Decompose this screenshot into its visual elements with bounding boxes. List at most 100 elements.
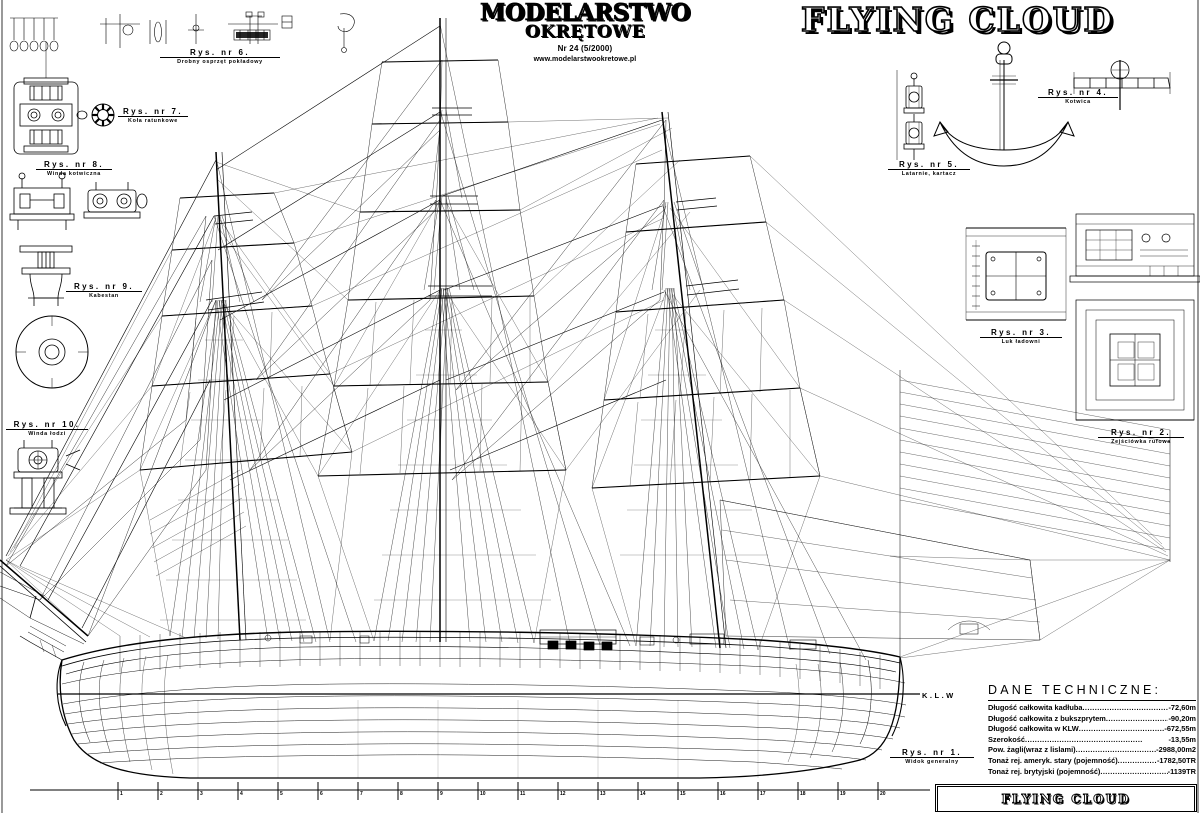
caption-fig-4: Rys. nr 4. Kotwica (1038, 88, 1118, 105)
deck-fittings (264, 620, 991, 646)
caption-fig-8-title: Rys. nr 8. (36, 160, 112, 170)
caption-fig-8-subtitle: Winda kotwiczna (47, 171, 101, 177)
station-number: 13 (600, 791, 606, 797)
caption-fig-1-title: Rys. nr 1. (890, 748, 974, 758)
station-number: 19 (840, 791, 846, 797)
stern-sail-hatch (899, 370, 1171, 660)
caption-fig-9: Rys. nr 9. Kabestan (66, 282, 142, 299)
table-row: Długość całkowita z bukszprytem ........… (988, 714, 1196, 725)
tech-row-3-label: Szerokość (988, 734, 1025, 744)
masts (215, 18, 721, 649)
detail-fig-2 (1075, 299, 1195, 421)
detail-fig-7 (91, 103, 115, 127)
detail-fig-8-side (9, 172, 148, 230)
caption-fig-3-title: Rys. nr 3. (980, 328, 1062, 338)
caption-fig-2-subtitle: Zejściówka rufowa (1111, 439, 1171, 445)
dot-leader: ........................................… (1082, 703, 1169, 712)
page-title: FLYING CLOUD (800, 0, 1114, 40)
caption-fig-1-subtitle: Widok generalny (905, 759, 959, 765)
tech-row-2-value: -672,55m (1164, 724, 1196, 734)
caption-fig-7-subtitle: Koła ratunkowe (128, 118, 178, 124)
dot-leader: ........................................… (1100, 766, 1167, 776)
caption-fig-3-subtitle: Luk ładowni (1001, 339, 1041, 345)
caption-fig-7-title: Rys. nr 7. (118, 107, 188, 117)
caption-fig-4-title: Rys. nr 4. (1038, 88, 1118, 98)
station-number: 6 (320, 791, 323, 797)
caption-fig-1: Rys. nr 1. Widok generalny (890, 748, 974, 765)
tech-row-0-label: Długość całkowita kadłuba (988, 703, 1083, 712)
ratlines (160, 329, 768, 621)
tech-row-0-value: -72,60m (1168, 703, 1196, 712)
dot-leader: ........................................… (1105, 713, 1169, 723)
dot-leader: ........................................… (1024, 734, 1143, 744)
detail-fig-3 (965, 227, 1067, 321)
table-row: Długość całkowita kadłuba ..............… (988, 703, 1196, 714)
detail-fig-4-stock (1073, 60, 1171, 110)
scale-ruler (30, 782, 930, 800)
caption-fig-2: Rys. nr 2. Zejściówka rufowa (1098, 428, 1184, 445)
caption-fig-5: Rys. nr 5. Latarnie, kartacz (888, 160, 970, 177)
detail-fig-4 (933, 41, 1075, 167)
tech-row-1-value: -90,20m (1168, 713, 1196, 723)
detail-fig-8 (13, 42, 88, 155)
detail-fig-5 (896, 70, 925, 160)
tech-row-4-value: -2988,00m2 (1156, 745, 1196, 755)
dot-leader: ........................................… (1117, 755, 1157, 765)
technical-data-heading: DANE TECHNICZNE: (988, 683, 1162, 697)
caption-fig-4-subtitle: Kotwica (1065, 99, 1091, 105)
station-number: 14 (640, 791, 646, 797)
title-block-ship-name: FLYING CLOUD (1001, 792, 1131, 807)
backstays (213, 23, 867, 661)
title-block: FLYING CLOUD (935, 784, 1197, 812)
station-number: 12 (560, 791, 566, 797)
detail-deckhouse (1069, 213, 1200, 283)
detail-fig-9 (15, 245, 89, 389)
tech-row-3-value: -13,55m (1168, 734, 1196, 744)
technical-data-rule (988, 700, 1196, 701)
caption-fig-3: Rys. nr 3. Luk ładowni (980, 328, 1062, 345)
detail-fig-10 (9, 440, 81, 515)
station-number: 8 (400, 791, 403, 797)
station-number: 20 (880, 791, 886, 797)
table-row: Szerokość ..............................… (988, 735, 1196, 746)
tech-row-5-value: -1782,50TR (1156, 755, 1196, 765)
table-row: Tonaż rej. brytyjski (pojemność) .......… (988, 767, 1196, 778)
station-number: 7 (360, 791, 363, 797)
caption-fig-10: Rys. nr 10. Winda łodzi (6, 420, 88, 437)
dot-leader: ........................................… (1075, 745, 1157, 755)
website-url: www.modelarstwookretowe.pl (533, 56, 637, 63)
station-number: 15 (680, 791, 686, 797)
table-row: Tonaż rej. ameryk. stary (pojemność) ...… (988, 756, 1196, 767)
station-number: 2 (160, 791, 163, 797)
station-number: 11 (520, 791, 526, 797)
caption-fig-6-subtitle: Drobny osprzęt pokładowy (177, 59, 263, 65)
tech-row-2-label: Długość całkowita w KLW (988, 724, 1079, 734)
tech-row-5-label: Tonaż rej. ameryk. stary (pojemność) (988, 755, 1118, 765)
station-number: 3 (200, 791, 203, 797)
dot-leader: ........................................… (1078, 724, 1165, 734)
station-number: 5 (280, 791, 283, 797)
sails (5, 59, 1041, 641)
tech-row-1-label: Długość całkowita z bukszprytem (988, 713, 1106, 723)
station-number: 16 (720, 791, 726, 797)
stays (5, 25, 667, 629)
yards (139, 59, 821, 489)
caption-fig-2-title: Rys. nr 2. (1098, 428, 1184, 438)
issue-number: Nr 24 (5/2000) (557, 44, 613, 53)
caption-fig-8: Rys. nr 8. Winda kotwiczna (36, 160, 112, 177)
technical-data-list: Długość całkowita kadłuba ..............… (988, 703, 1196, 777)
station-number: 1 (120, 791, 123, 797)
caption-fig-9-subtitle: Kabestan (89, 293, 119, 299)
bowsprit (0, 559, 89, 645)
tech-row-6-value: -1139TR (1167, 766, 1196, 776)
caption-fig-6: Rys. nr 6. Drobny osprzęt pokładowy (160, 48, 280, 65)
tech-row-4-label: Pow. żagli(wraz z lislami) (988, 745, 1076, 755)
hull-profile (19, 625, 920, 779)
table-row: Pow. żagli(wraz z lislami) .............… (988, 745, 1196, 756)
station-number: 17 (760, 791, 766, 797)
table-row: Długość całkowita w KLW ................… (988, 724, 1196, 735)
detail-fig-6 (9, 11, 355, 53)
caption-fig-10-title: Rys. nr 10. (6, 420, 88, 430)
